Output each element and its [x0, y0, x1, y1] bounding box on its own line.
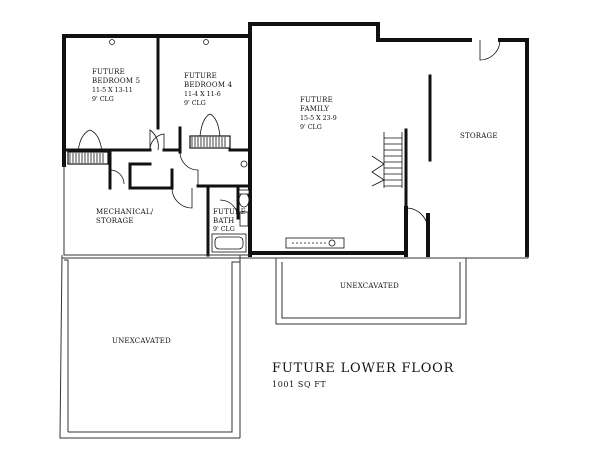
bedroom5-name-line2: BEDROOM 5 — [92, 77, 141, 85]
family-name-line1: FUTURE — [300, 96, 333, 104]
door-swings — [109, 39, 501, 231]
bedroom5-dims: 11-5 X 13-11 — [92, 87, 133, 94]
stair — [371, 132, 403, 188]
bedroom4-ceiling: 9' CLG — [184, 100, 206, 107]
interior-walls — [62, 34, 432, 257]
exterior-walls — [62, 22, 529, 257]
mechanical-name-line1: MECHANICAL/ — [96, 208, 154, 216]
plan-area: 1001 SQ FT — [272, 380, 327, 389]
mechanical-name-line2: STORAGE — [96, 217, 134, 225]
bath-name-line1: FUTURE — [213, 208, 246, 216]
bedroom5-ceiling: 9' CLG — [92, 96, 114, 103]
plan-title: FUTURE LOWER FLOOR — [272, 361, 455, 376]
storage-name: STORAGE — [460, 132, 498, 140]
unexcavated-left-label: UNEXCAVATED — [112, 337, 171, 345]
hearth — [285, 237, 345, 249]
bedroom4-dims: 11-4 X 11-6 — [184, 91, 221, 98]
unexcavated-center-label: UNEXCAVATED — [340, 282, 399, 290]
family-ceiling: 9' CLG — [300, 124, 322, 131]
foundation-lines — [59, 165, 529, 439]
bedroom4-name-line2: BEDROOM 4 — [184, 81, 233, 89]
family-dims: 15-5 X 23-9 — [300, 115, 337, 122]
ceiling-fixtures — [109, 39, 209, 45]
bedroom4-name-line1: FUTURE — [184, 72, 217, 80]
bath-fixtures — [211, 160, 250, 253]
bath-ceiling: 9' CLG — [213, 226, 235, 233]
bath-name-line2: BATH — [213, 217, 235, 225]
closet-doors — [67, 113, 231, 165]
family-name-line2: FAMILY — [300, 105, 330, 113]
bedroom5-name-line1: FUTURE — [92, 68, 125, 76]
